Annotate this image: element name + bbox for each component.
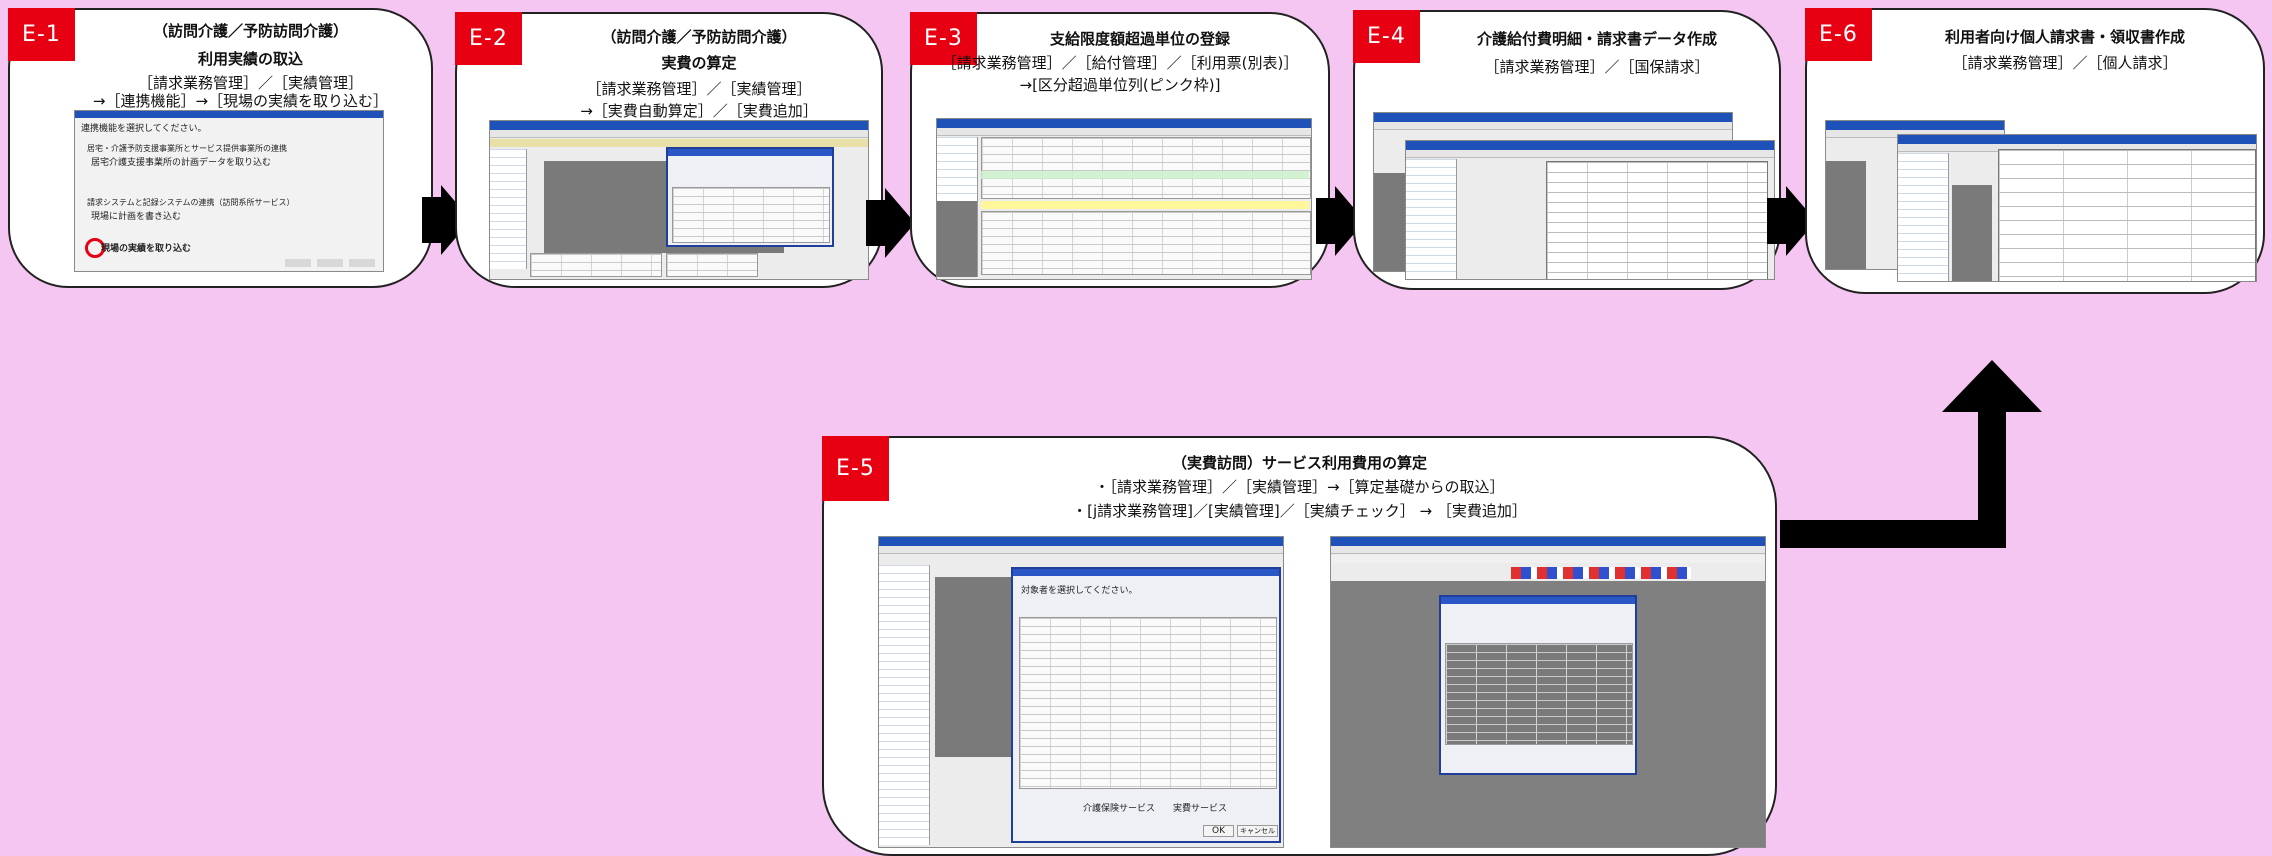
dialog-group-label: 居宅・介護予防支援事業所とサービス提供事業所の連携 (87, 144, 287, 153)
claim-form (1546, 161, 1768, 279)
step-subtitle: 実費の算定 (661, 54, 737, 72)
screenshot-personal-billing-front (1897, 134, 2257, 282)
step-card-e5: E-5 （実費訪問）サービス利用費用の算定 ・［請求業務管理］／［実績管理］→［… (822, 436, 1777, 856)
dialog-window: 対象者を選択してください。 介護保険サービス 実費サービス OK キャンセル (1011, 567, 1281, 843)
invoice-form (1998, 149, 2256, 281)
step-path-line: ［請求業務管理］／［国保請求］ (1484, 58, 1710, 76)
step-title: 利用者向け個人請求書・領収書作成 (1944, 28, 2185, 46)
screenshot-link-dialog: 連携機能を選択してください。 居宅・介護予防支援事業所とサービス提供事業所の連携… (74, 110, 384, 272)
step-path-line: ［請求業務管理］／［給付管理］／［利用票(別表)］ (941, 54, 1299, 72)
dialog-prompt: 連携機能を選択してください。 (81, 124, 207, 134)
step-tag: E-5 (822, 436, 889, 501)
screenshot-cost-import: 対象者を選択してください。 介護保険サービス 実費サービス OK キャンセル (878, 536, 1284, 848)
screenshot-actual-cost (489, 120, 869, 280)
dialog-group-label: 請求システムと記録システムの連携（訪問系所サービス） (87, 198, 295, 207)
step-card-e2: E-2 （訪問介護／予防訪問介護） 実費の算定 ［請求業務管理］／［実績管理］ … (455, 12, 883, 288)
step-tag: E-1 (8, 8, 75, 61)
screenshot-billing-front (1405, 140, 1775, 280)
step-path-line: ・[j請求業務管理]／[実績管理]／［実績チェック］ → ［実費追加］ (1072, 502, 1527, 520)
checkbox-care-insurance: 介護保険サービス (1083, 804, 1156, 814)
dialog-option: 現場に計画を書き込む (91, 212, 182, 222)
step-card-e6: E-6 利用者向け個人請求書・領収書作成 ［請求業務管理］／［個人請求］ (1805, 8, 2265, 294)
step-card-e3: E-3 支給限度額超過単位の登録 ［請求業務管理］／［給付管理］／［利用票(別表… (910, 12, 1330, 288)
highlight-circle (85, 238, 105, 258)
dialog-window (666, 147, 834, 247)
ok-button: OK (1203, 825, 1234, 837)
step-tag: E-3 (910, 12, 977, 65)
step-path-line: ［請求業務管理］／［実績管理］ (137, 74, 363, 92)
dialog-option: 現場の実績を取り込む (101, 244, 192, 254)
step-path-line: ［請求業務管理］／［個人請求］ (1952, 54, 2178, 72)
step-path-line: →［連携機能］→［現場の実績を取り込む］ (92, 92, 389, 110)
step-subtitle: 利用実績の取込 (197, 50, 303, 68)
dialog-window (1439, 595, 1637, 775)
dialog-option: 居宅介護支援事業所の計画データを取り込む (91, 158, 272, 168)
step-path-line: →［実費自動算定］／［実費追加］ (580, 102, 818, 120)
window-titlebar (75, 111, 383, 118)
step-path-line: ・［請求業務管理］／［実績管理］→［算定基礎からの取込］ (1094, 478, 1505, 496)
step-title: （訪問介護／予防訪問介護） (601, 28, 797, 46)
step-title: （訪問介護／予防訪問介護） (152, 22, 348, 40)
step-card-e1: E-1 （訪問介護／予防訪問介護） 利用実績の取込 ［請求業務管理］／［実績管理… (8, 8, 433, 288)
screenshot-actual-check (1330, 536, 1766, 848)
step-tag: E-6 (1805, 8, 1872, 61)
step-title: 介護給付費明細・請求書データ作成 (1476, 30, 1717, 48)
step-title: （実費訪問）サービス利用費用の算定 (1171, 454, 1427, 472)
step-card-e4: E-4 介護給付費明細・請求書データ作成 ［請求業務管理］／［国保請求］ (1353, 10, 1781, 290)
target-list (1019, 617, 1277, 789)
dialog-buttons (285, 259, 375, 267)
cancel-button: キャンセル (1237, 825, 1278, 837)
step-path-line: →[区分超過単位列(ピンク枠)] (1019, 76, 1221, 94)
step-tag: E-2 (455, 12, 522, 65)
dialog-prompt: 対象者を選択してください。 (1021, 586, 1138, 596)
step-title: 支給限度額超過単位の登録 (1049, 30, 1230, 48)
step-tag: E-4 (1353, 10, 1420, 63)
checkbox-actual-cost: 実費サービス (1173, 804, 1228, 814)
screenshot-usage-table (936, 118, 1312, 280)
step-path-line: ［請求業務管理］／［実績管理］ (586, 80, 812, 98)
